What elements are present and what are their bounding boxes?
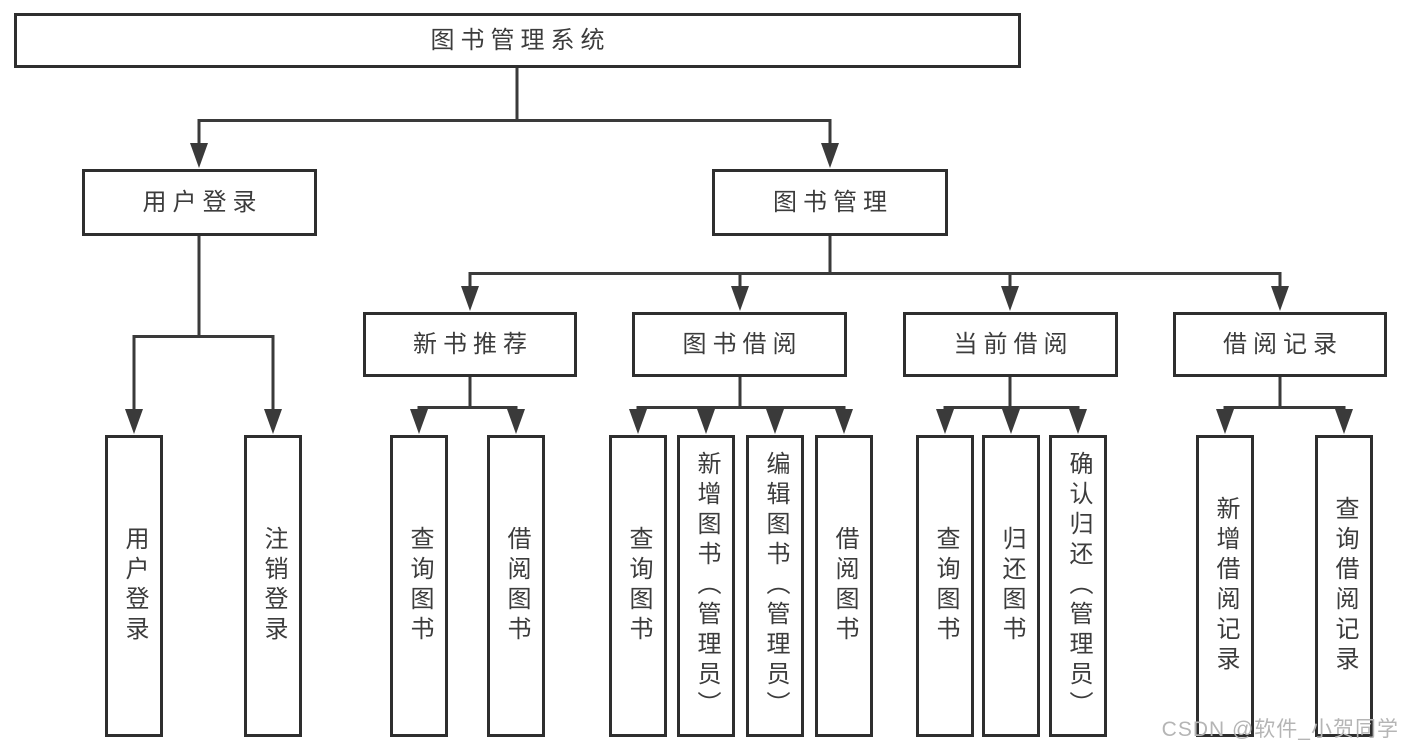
node-current-borrowing: 当前借阅 bbox=[903, 312, 1118, 377]
node-label: 借阅记录 bbox=[1223, 330, 1343, 358]
node-borrowing-records: 借阅记录 bbox=[1173, 312, 1387, 377]
node-label: 当前借阅 bbox=[953, 330, 1074, 358]
node-label: 查询借阅记录 bbox=[1331, 496, 1358, 676]
node-label: 新书推荐 bbox=[413, 330, 533, 358]
node-label: 图书管理 bbox=[773, 188, 893, 216]
node-label: 确认归还（管理员） bbox=[1065, 451, 1092, 721]
node-label: 新增图书（管理员） bbox=[693, 451, 720, 721]
node-confirm-return-admin: 确认归还（管理员） bbox=[1049, 435, 1107, 737]
node-borrow-books-borrowing: 借阅图书 bbox=[815, 435, 873, 737]
node-query-books-borrowing: 查询图书 bbox=[609, 435, 667, 737]
node-library-management-system: 图书管理系统 bbox=[14, 13, 1021, 68]
node-label: 归还图书 bbox=[998, 526, 1025, 646]
node-label: 图书管理系统 bbox=[430, 26, 611, 54]
node-book-management: 图书管理 bbox=[712, 169, 948, 236]
node-label: 图书借阅 bbox=[682, 330, 803, 358]
node-label: 查询图书 bbox=[625, 526, 652, 646]
node-logout: 注销登录 bbox=[244, 435, 302, 737]
node-label: 编辑图书（管理员） bbox=[762, 451, 789, 721]
node-book-borrowing: 图书借阅 bbox=[632, 312, 847, 377]
node-query-borrow-record: 查询借阅记录 bbox=[1315, 435, 1373, 737]
csdn-watermark: CSDN @软件_小贺同学 bbox=[1161, 718, 1399, 741]
node-add-books-admin: 新增图书（管理员） bbox=[677, 435, 735, 737]
node-add-borrow-record: 新增借阅记录 bbox=[1196, 435, 1254, 737]
node-edit-books-admin: 编辑图书（管理员） bbox=[746, 435, 804, 737]
node-label: 新增借阅记录 bbox=[1212, 496, 1239, 676]
node-label: 借阅图书 bbox=[503, 526, 530, 646]
node-label: 借阅图书 bbox=[831, 526, 858, 646]
node-return-books: 归还图书 bbox=[982, 435, 1040, 737]
node-label: 注销登录 bbox=[260, 526, 287, 646]
node-query-books-recommend: 查询图书 bbox=[390, 435, 448, 737]
node-label: 用户登录 bbox=[121, 526, 148, 646]
node-query-books-current: 查询图书 bbox=[916, 435, 974, 737]
node-user-login: 用户登录 bbox=[82, 169, 317, 236]
node-borrow-books-recommend: 借阅图书 bbox=[487, 435, 545, 737]
node-label: 查询图书 bbox=[406, 526, 433, 646]
node-label: 查询图书 bbox=[932, 526, 959, 646]
node-new-book-recommendation: 新书推荐 bbox=[363, 312, 577, 377]
node-user-login-leaf: 用户登录 bbox=[105, 435, 163, 737]
node-label: 用户登录 bbox=[142, 188, 263, 216]
